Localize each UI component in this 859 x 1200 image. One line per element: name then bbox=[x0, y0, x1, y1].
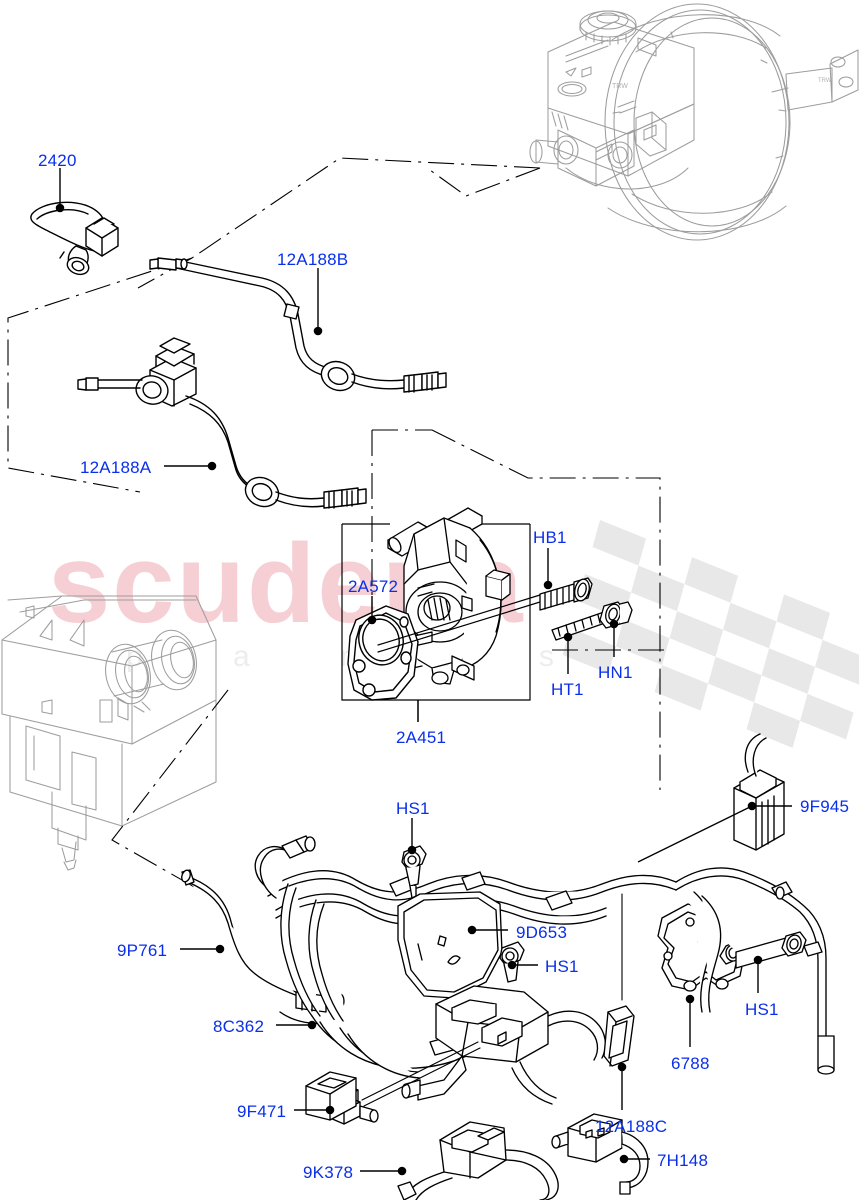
connector-7H148 bbox=[551, 1113, 649, 1195]
bolt-HB1 bbox=[377, 577, 593, 653]
hose-run-right bbox=[675, 867, 835, 1075]
part-label-HS1-right[interactable]: HS1 bbox=[745, 1000, 779, 1019]
part-label-HT1[interactable]: HT1 bbox=[551, 680, 584, 699]
part-label-9F471[interactable]: 9F471 bbox=[237, 1102, 287, 1121]
svg-text:TRW: TRW bbox=[612, 83, 628, 90]
part-label-HB1[interactable]: HB1 bbox=[533, 528, 567, 547]
brake-booster-assembly: TRW TRW bbox=[529, 3, 859, 241]
part-label-8C362[interactable]: 8C362 bbox=[213, 1017, 265, 1036]
screw-HS1-upper bbox=[401, 845, 427, 899]
part-label-HN1[interactable]: HN1 bbox=[598, 663, 633, 682]
air-cleaner-box bbox=[1, 595, 217, 871]
vacuum-pump-gasket-2A572 bbox=[347, 605, 419, 701]
part-label-HS1-middle[interactable]: HS1 bbox=[545, 957, 579, 976]
part-label-2A451[interactable]: 2A451 bbox=[396, 728, 447, 747]
part-label-HS1-upper[interactable]: HS1 bbox=[396, 799, 430, 818]
part-label-7H148[interactable]: 7H148 bbox=[657, 1151, 709, 1170]
part-label-9D653[interactable]: 9D653 bbox=[516, 923, 568, 942]
part-label-6788[interactable]: 6788 bbox=[671, 1054, 710, 1073]
vacuum-hose-2420 bbox=[30, 201, 119, 276]
leader-lines bbox=[55, 168, 792, 1176]
hose-9P761 bbox=[181, 869, 299, 997]
watermark-checkered-flag bbox=[562, 520, 859, 748]
nut-HN1 bbox=[599, 601, 633, 629]
valve-manifold-centre bbox=[401, 985, 607, 1105]
vacuum-harness-assembly bbox=[181, 733, 835, 1200]
part-label-2A572[interactable]: 2A572 bbox=[348, 577, 399, 596]
vacuum-hose-12A188B bbox=[149, 257, 447, 393]
part-label-12A188C[interactable]: 12A188C bbox=[595, 1117, 668, 1136]
hose-bundle-main bbox=[254, 835, 677, 1079]
part-label-12A188B[interactable]: 12A188B bbox=[277, 250, 349, 269]
part-label-9K378[interactable]: 9K378 bbox=[303, 1163, 354, 1182]
non-return-valve-12A188C bbox=[603, 893, 635, 1067]
connector-9K378 bbox=[397, 1121, 559, 1200]
svg-text:TRW: TRW bbox=[818, 78, 832, 84]
reservoir-9D653 bbox=[397, 891, 503, 999]
part-label-2420[interactable]: 2420 bbox=[38, 151, 77, 170]
part-label-12A188A[interactable]: 12A188A bbox=[80, 458, 152, 477]
vacuum-hose-12A188A bbox=[77, 337, 367, 509]
solenoid-valve-9F945 bbox=[733, 733, 785, 851]
part-label-9F945[interactable]: 9F945 bbox=[800, 797, 850, 816]
part-label-9P761[interactable]: 9P761 bbox=[117, 941, 168, 960]
connector-lower-left bbox=[305, 1071, 357, 1121]
screw-HS1-right bbox=[735, 931, 807, 969]
